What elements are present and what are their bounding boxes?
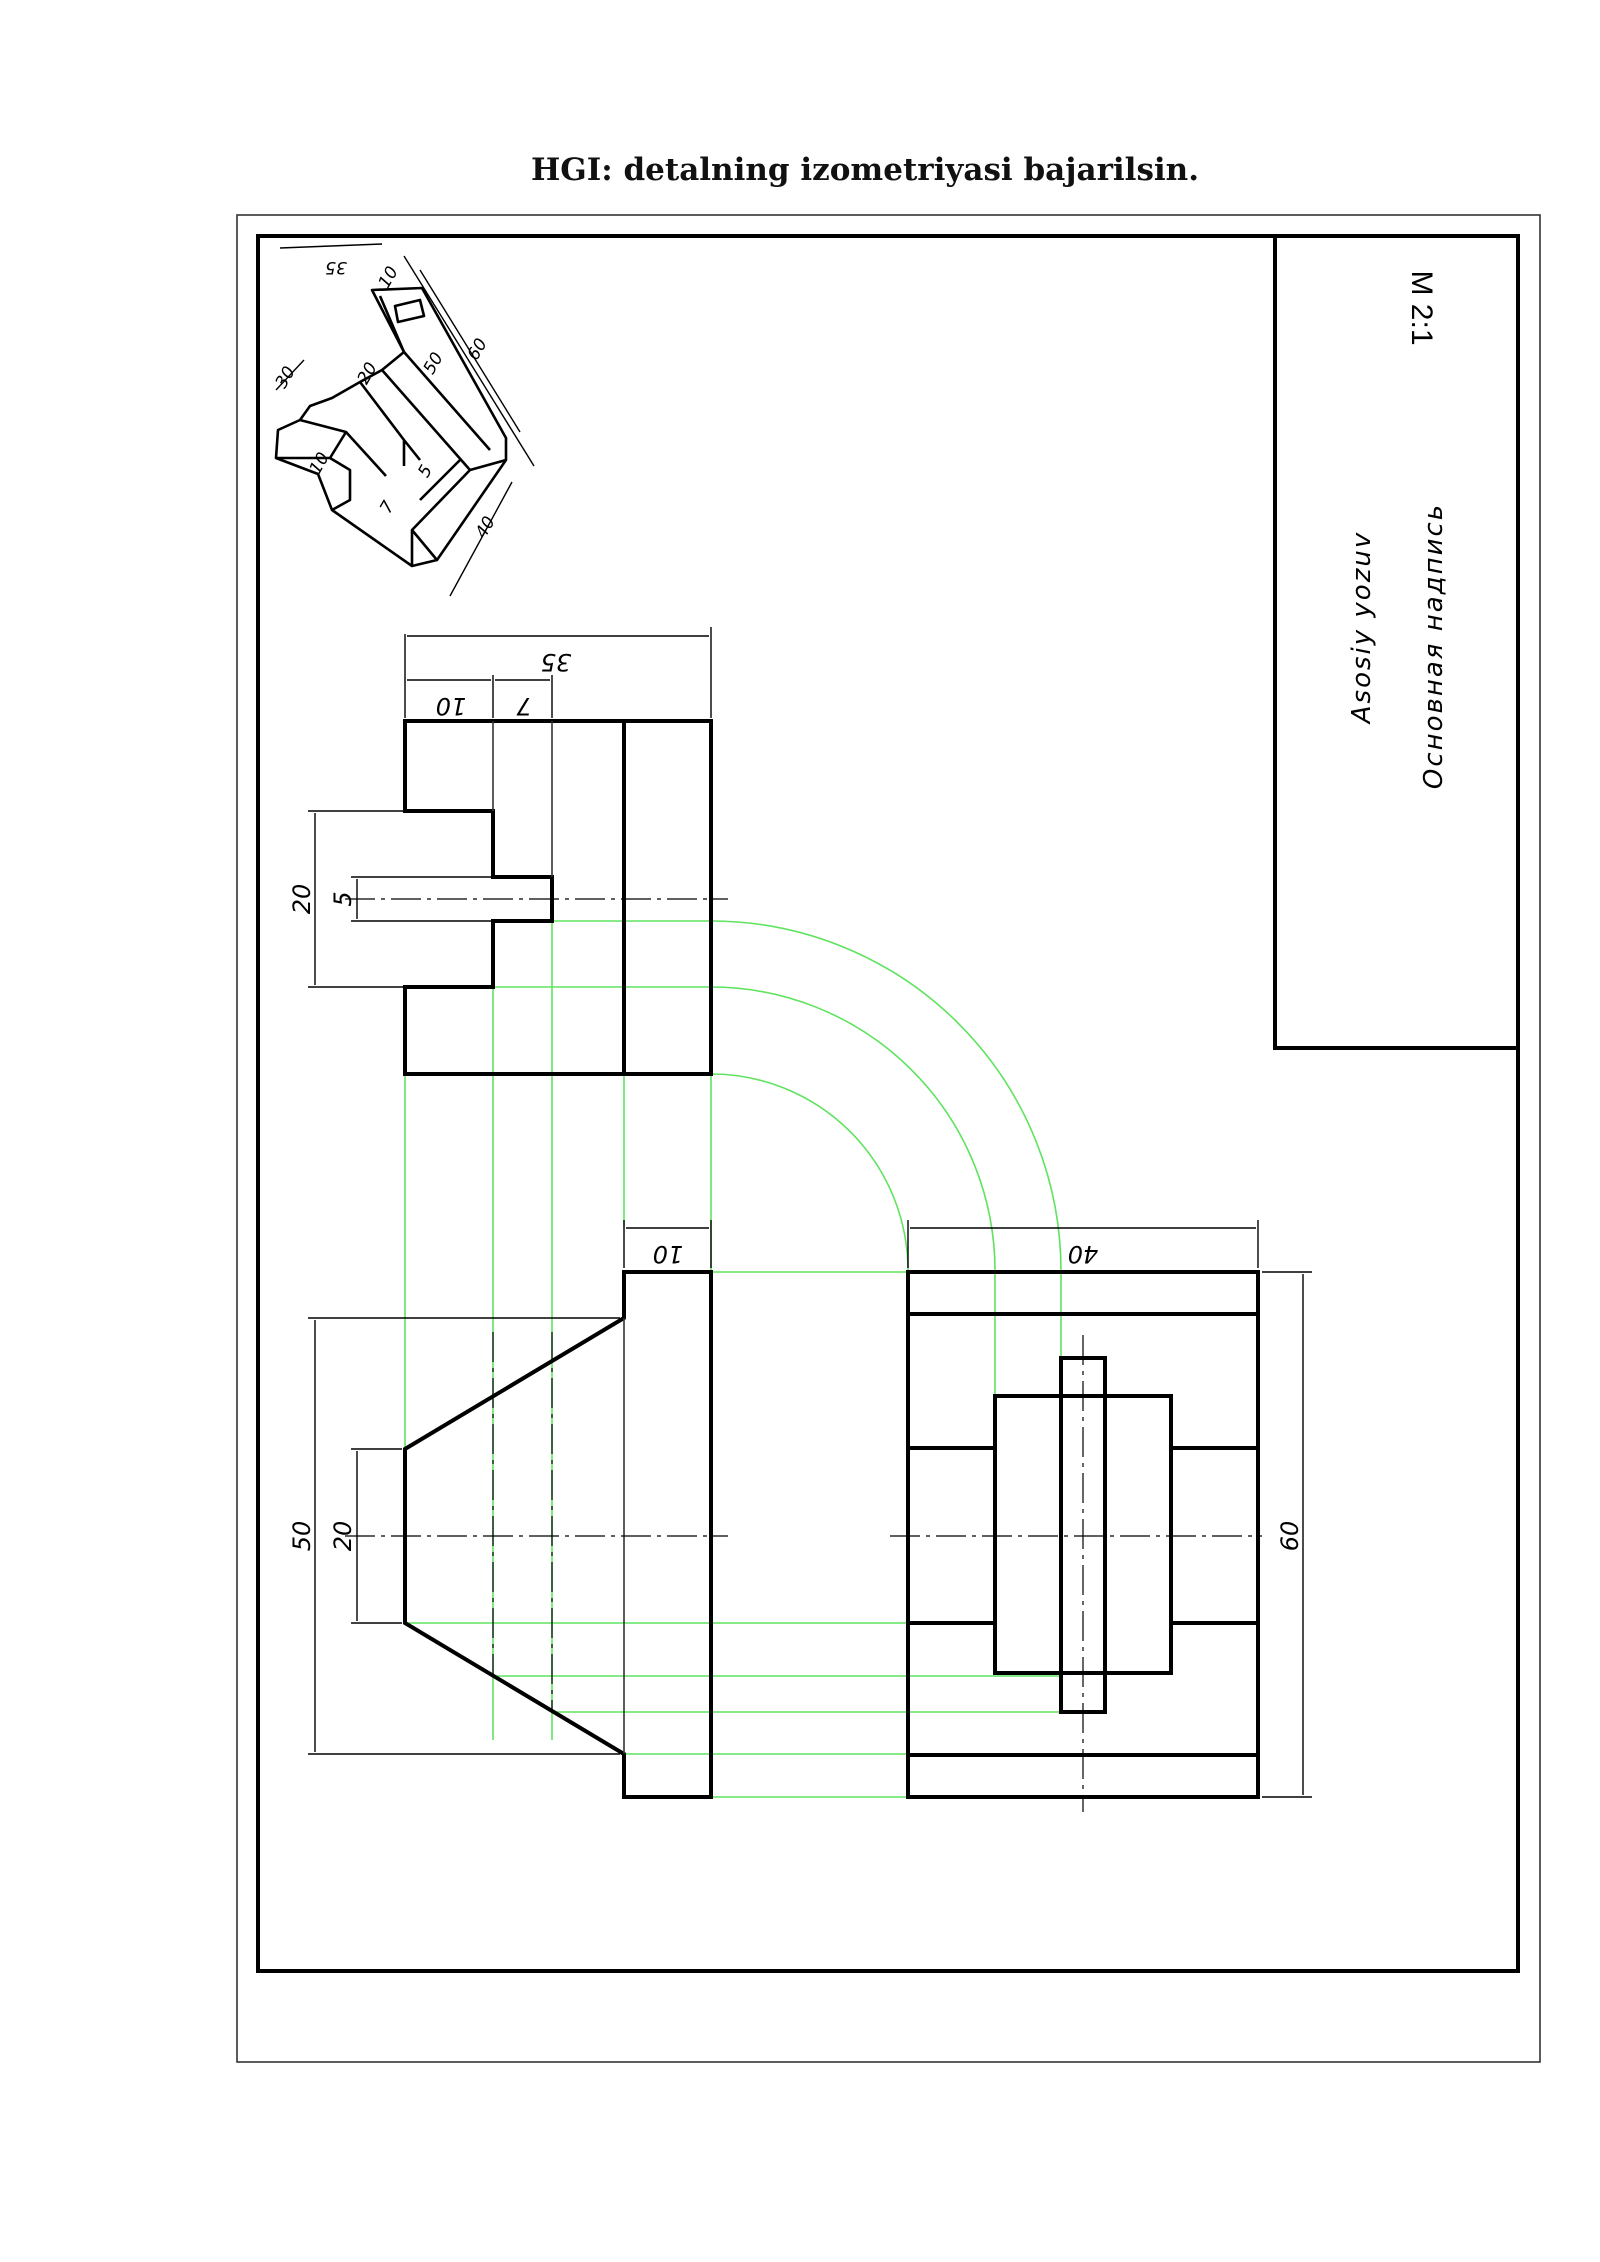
dim-front-height: 50 bbox=[288, 1521, 316, 1552]
iso-dim-i: 7 bbox=[376, 498, 399, 518]
front-view: 10 50 20 bbox=[288, 1220, 728, 1799]
dim-front-top-width: 20 bbox=[329, 1521, 357, 1552]
title-block-label-latin: Asosiy yozuv bbox=[1347, 531, 1377, 725]
iso-dim-b: 10 bbox=[375, 263, 403, 292]
iso-dim-g: 10 bbox=[306, 449, 334, 478]
plan-view: 40 60 bbox=[890, 1220, 1312, 1812]
iso-dim-j: 40 bbox=[472, 513, 500, 542]
dim-side-slot-depth: 7 bbox=[516, 692, 532, 720]
projection-lines bbox=[404, 915, 1062, 1798]
title-block-label-cyrillic: Основная надпись bbox=[1419, 503, 1449, 789]
iso-dim-a: 35 bbox=[325, 257, 347, 277]
page-title: HGI: detalning izometriyasi bajarilsin. bbox=[530, 152, 1200, 188]
dim-side-slot-opening: 20 bbox=[288, 884, 316, 915]
dim-plan-width: 40 bbox=[1068, 1240, 1099, 1268]
dim-side-step: 10 bbox=[436, 692, 467, 720]
title-block: M 2:1 Asosiy yozuv Основная надпись bbox=[1273, 234, 1520, 1050]
title-block-frame bbox=[1273, 234, 1520, 1050]
side-view: 35 10 7 20 5 bbox=[288, 627, 728, 1076]
dim-plan-length: 60 bbox=[1276, 1521, 1304, 1552]
sheet-frame bbox=[256, 234, 1520, 1973]
isometric-sketch: 35 10 20 50 60 30 10 5 7 40 bbox=[272, 243, 535, 597]
dim-side-overall: 35 bbox=[541, 648, 572, 676]
iso-dim-f: 30 bbox=[272, 363, 300, 392]
dim-front-flange: 10 bbox=[653, 1240, 684, 1268]
dim-side-slot-width: 5 bbox=[329, 891, 357, 906]
scale-label: M 2:1 bbox=[1405, 270, 1438, 345]
iso-dim-h: 5 bbox=[414, 462, 437, 481]
sheet-outer-border bbox=[236, 214, 1541, 2063]
